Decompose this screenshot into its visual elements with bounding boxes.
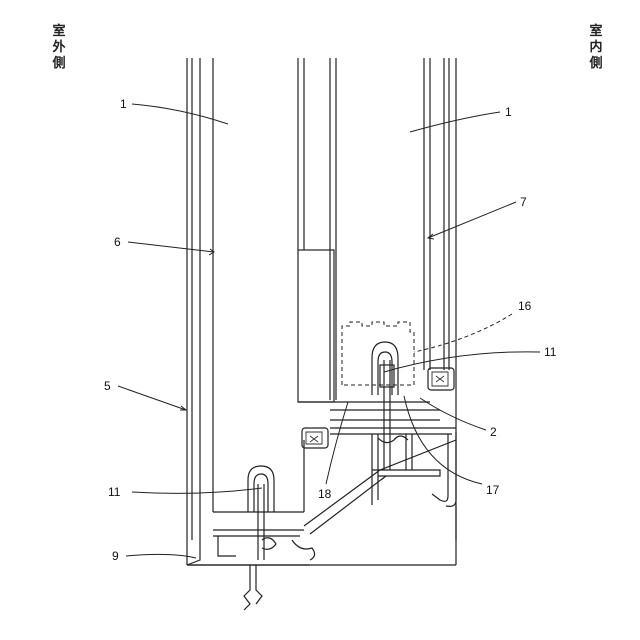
upper-seal: [372, 342, 398, 470]
ref-9: 9: [112, 549, 119, 563]
gasket-right: [428, 368, 454, 390]
ref-6: 6: [114, 235, 121, 249]
ref-5: 5: [104, 379, 111, 393]
ref-11-lower: 11: [108, 485, 121, 499]
inner-frame: [424, 58, 456, 540]
leader-17: [404, 396, 482, 484]
leader-16: [414, 314, 512, 352]
ref-17: 17: [486, 483, 500, 497]
ref-16: 16: [518, 299, 532, 313]
leader-6: [128, 242, 214, 252]
bottom-rail: [187, 506, 456, 610]
ref-1-outer: 1: [120, 97, 127, 111]
center-member: [298, 58, 336, 400]
leader-2: [420, 398, 486, 430]
ref-11-upper: 11: [544, 345, 557, 359]
leader-18: [326, 402, 348, 484]
leader-7: [428, 202, 516, 238]
leader-9: [126, 554, 196, 558]
leader-11-lower: [132, 488, 262, 493]
ref-2: 2: [490, 425, 497, 439]
ref-7: 7: [520, 195, 527, 209]
gasket-left: [302, 428, 328, 448]
leader-1-outer: [132, 104, 228, 124]
ref-1-inner: 1: [505, 105, 512, 119]
ref-18: 18: [318, 487, 332, 501]
lower-seal: [213, 440, 304, 560]
leader-5: [118, 386, 186, 410]
leader-11-upper: [384, 352, 540, 372]
spacer-block: [298, 250, 440, 420]
